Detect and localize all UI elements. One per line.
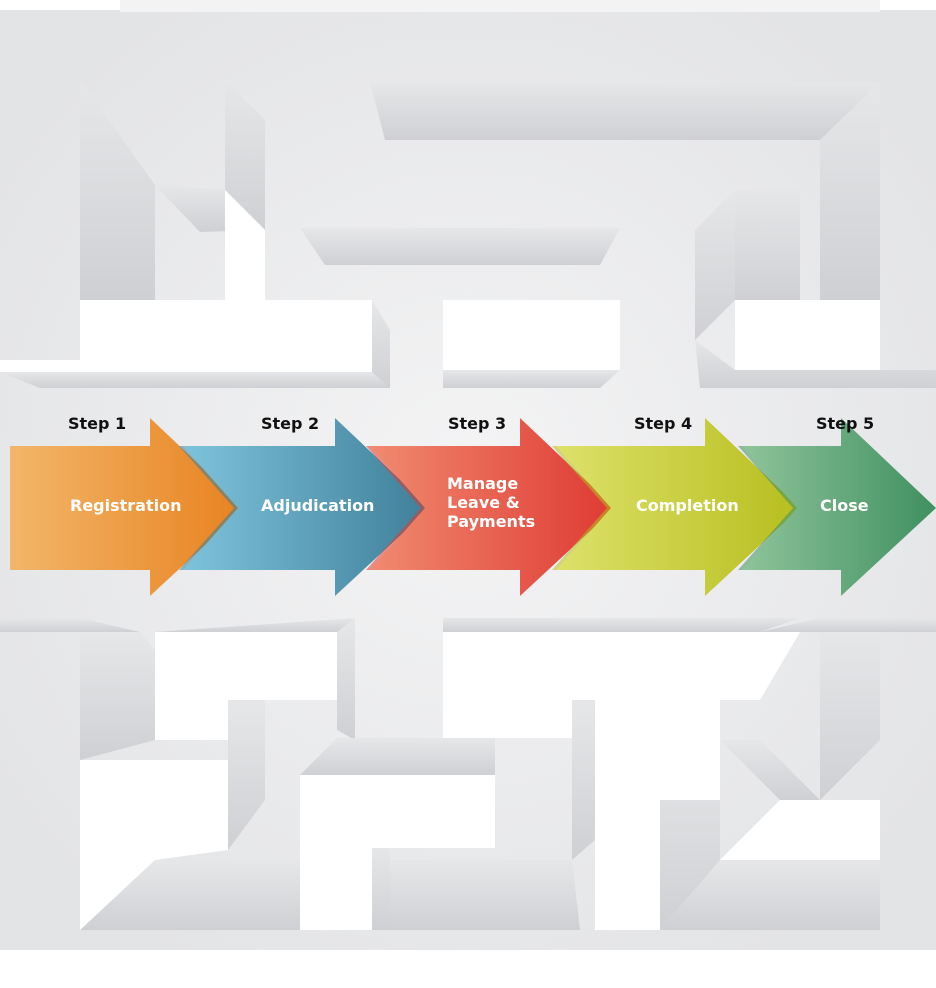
step-label-5: Step 5 [816, 414, 875, 433]
arrow-step-2 [183, 418, 430, 596]
step-name-line: Manage [447, 474, 519, 493]
arrow-step-1 [10, 418, 245, 596]
arrow-step-4 [556, 418, 800, 596]
step-label-1: Step 1 [68, 414, 127, 433]
maze-upper-walls [0, 80, 936, 388]
arrow-step-5 [742, 418, 936, 596]
step-label-2: Step 2 [261, 414, 320, 433]
step-name-1: Registration [70, 496, 181, 515]
step-name-4: Completion [636, 496, 739, 515]
step-name-line: Completion [636, 496, 739, 515]
step-name-line: Close [820, 496, 869, 515]
step-name-line: Adjudication [261, 496, 375, 515]
maze-lower-tops [80, 632, 880, 930]
step-name-5: Close [820, 496, 869, 515]
process-arrows [10, 418, 936, 596]
step-name-line: Leave & [447, 493, 520, 512]
maze-lower-walls [0, 618, 936, 930]
arrow-step-3 [370, 418, 615, 596]
step-name-2: Adjudication [261, 496, 374, 515]
step-name-line: Registration [70, 496, 182, 515]
maze-upper-tops [0, 190, 880, 372]
step-label-4: Step 4 [634, 414, 693, 433]
step-name-line: Payments [447, 512, 536, 531]
step-label-3: Step 3 [448, 414, 507, 433]
maze-top-edge [120, 0, 880, 12]
